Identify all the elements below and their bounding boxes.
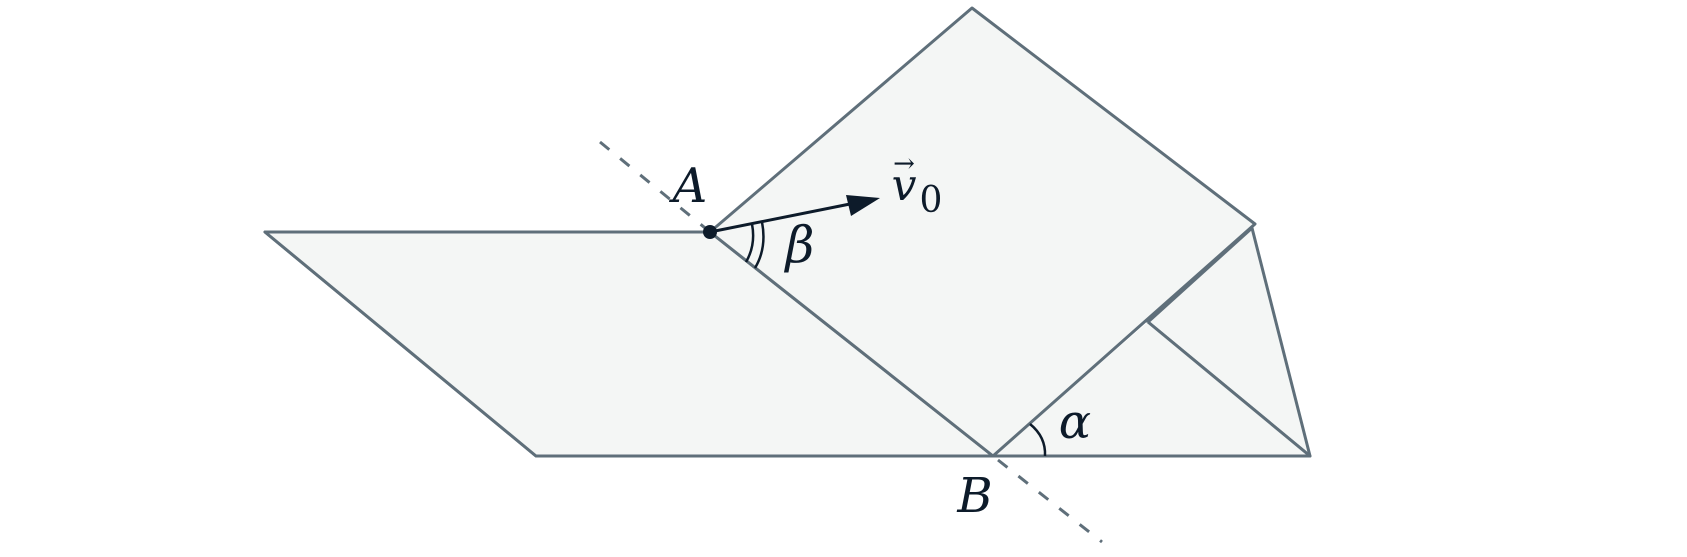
label-point-a: A (669, 158, 708, 214)
angle-alpha-arc (1029, 423, 1047, 457)
label-angle-beta: β (784, 216, 815, 274)
label-vector-subscript: 0 (920, 180, 943, 221)
angle-beta-arc-outer (753, 221, 765, 269)
label-vector-symbol: v (892, 160, 917, 211)
point-a-dot (703, 225, 717, 239)
angle-beta-arc-inner (744, 223, 755, 263)
velocity-vector-arrowhead (846, 195, 880, 216)
label-angle-alpha: α (1059, 394, 1091, 450)
label-point-b: B (956, 468, 992, 524)
horizontal-plane-right-part (993, 322, 1310, 456)
velocity-vector-shaft (709, 202, 851, 234)
horizontal-plane-right-edges (993, 320, 1312, 458)
inclined-plane (708, 6, 1257, 458)
label-vector-arrow: → (893, 149, 915, 179)
dashed-line-lower (997, 458, 1103, 544)
